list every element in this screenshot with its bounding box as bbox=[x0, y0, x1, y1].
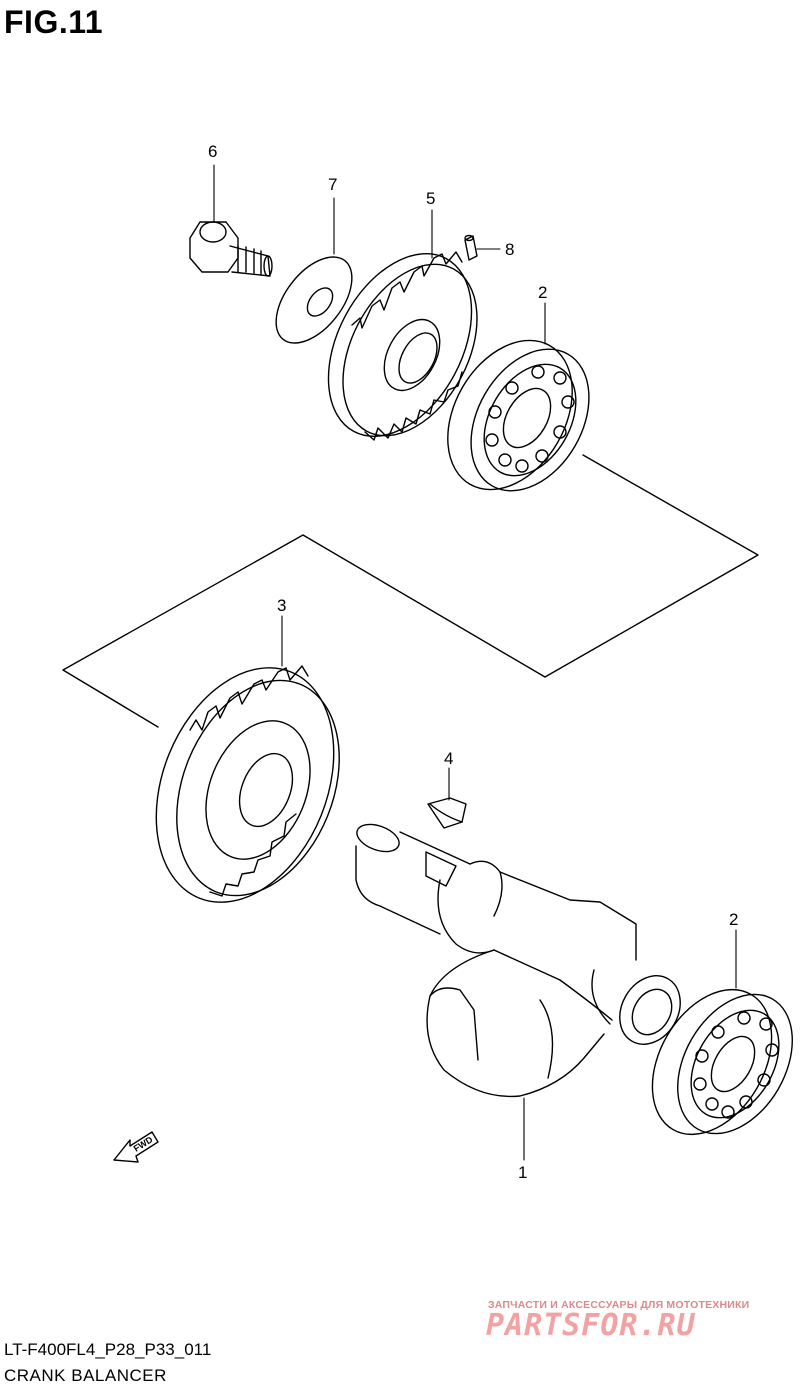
watermark-tagline: ЗАПЧАСТИ И АКСЕССУАРЫ ДЛЯ МОТОТЕХНИКИ bbox=[488, 1299, 750, 1311]
dowel-pin bbox=[464, 234, 478, 261]
driven-gear bbox=[327, 251, 478, 441]
figure-code: LT-F400FL4_P28_P33_011 bbox=[4, 1340, 212, 1359]
assembly-outline bbox=[62, 454, 759, 728]
callout-bearing-lower: 2 bbox=[729, 910, 739, 929]
callout-washer: 7 bbox=[328, 175, 338, 194]
callout-drive-gear: 3 bbox=[277, 596, 287, 615]
callout-bearing-upper: 2 bbox=[538, 283, 548, 302]
drive-gear bbox=[155, 665, 340, 903]
callout-shaft: 1 bbox=[518, 1163, 528, 1182]
washer bbox=[275, 256, 353, 344]
callout-key: 4 bbox=[444, 749, 454, 768]
balancer-shaft bbox=[355, 823, 681, 1098]
callout-pin: 8 bbox=[505, 240, 515, 259]
watermark-brand: PARTSFOR.RU bbox=[486, 1308, 696, 1343]
bearing-upper bbox=[447, 339, 590, 492]
fwd-arrow-icon: FWD bbox=[113, 1131, 159, 1163]
figure-name: CRANK BALANCER bbox=[4, 1366, 167, 1385]
leader-lines bbox=[213, 164, 737, 1161]
flange-bolt bbox=[189, 221, 273, 277]
callout-driven-gear: 5 bbox=[426, 189, 436, 208]
callout-bolt: 6 bbox=[208, 142, 218, 161]
bearing-lower bbox=[651, 988, 793, 1136]
woodruff-key bbox=[427, 797, 467, 829]
figure-title: FIG.11 bbox=[4, 4, 104, 40]
